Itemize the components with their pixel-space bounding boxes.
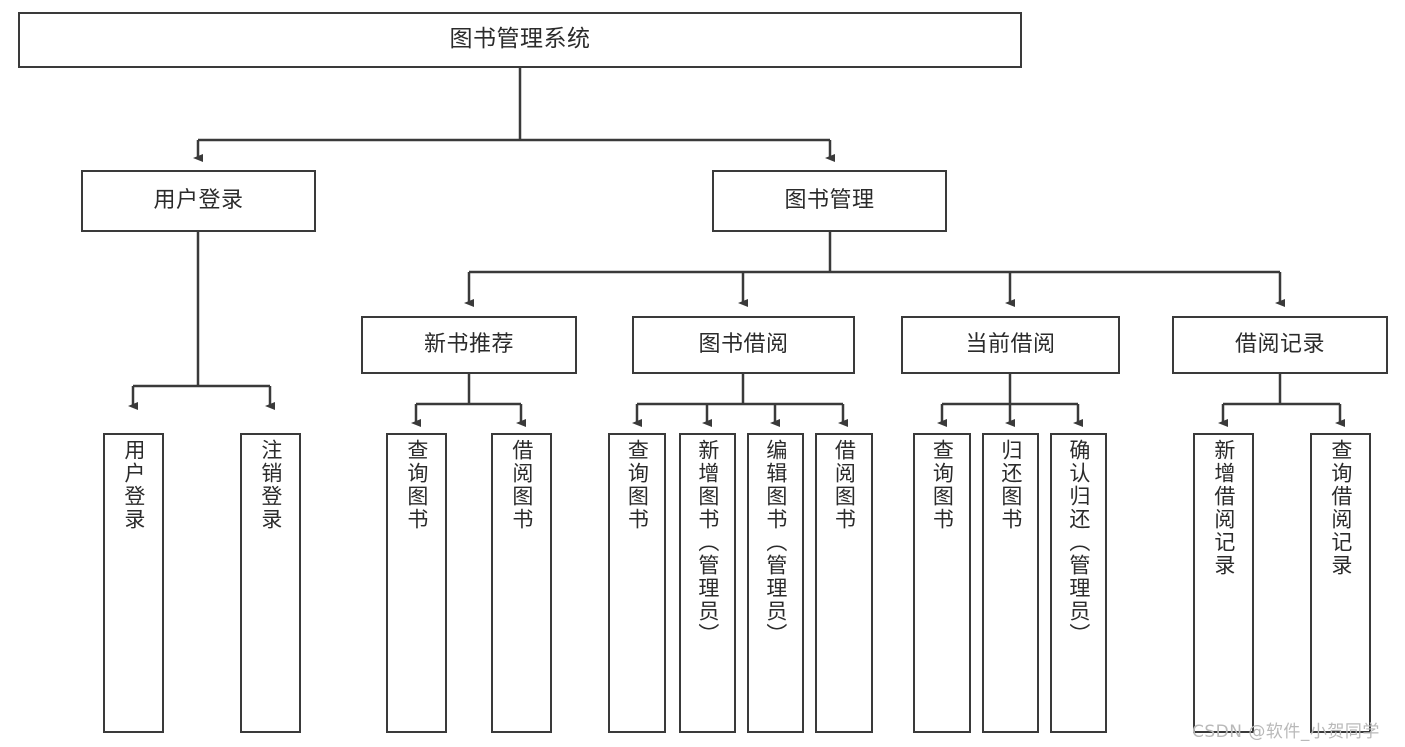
node-label: 借阅图书 <box>509 439 534 531</box>
leaf-add-book[interactable]: 新增图书（管理员） <box>679 433 736 733</box>
node-label: 新书推荐 <box>423 331 514 357</box>
node-label: 查询图书 <box>930 439 955 531</box>
node-label: 查询图书 <box>625 439 650 531</box>
node-label: 用户登录 <box>121 439 146 531</box>
node-label: 图书管理 <box>784 187 875 213</box>
leaf-query-book-2[interactable]: 查询图书 <box>608 433 666 733</box>
node-label: 归还图书 <box>998 439 1023 531</box>
node-root-system[interactable]: 图书管理系统 <box>18 12 1022 68</box>
node-book-borrow[interactable]: 图书借阅 <box>632 316 855 374</box>
leaf-query-book-3[interactable]: 查询图书 <box>913 433 971 733</box>
node-label: 借阅记录 <box>1234 331 1325 357</box>
node-label: 注销登录 <box>258 439 283 531</box>
node-new-book-rec[interactable]: 新书推荐 <box>361 316 577 374</box>
node-book-manage[interactable]: 图书管理 <box>712 170 947 232</box>
leaf-logout-login[interactable]: 注销登录 <box>240 433 301 733</box>
node-label: 编辑图书（管理员） <box>763 439 788 646</box>
node-label: 查询借阅记录 <box>1328 439 1353 577</box>
node-user-login[interactable]: 用户登录 <box>81 170 316 232</box>
node-borrow-record[interactable]: 借阅记录 <box>1172 316 1388 374</box>
node-label: 图书管理系统 <box>449 26 591 53</box>
leaf-add-record[interactable]: 新增借阅记录 <box>1193 433 1254 733</box>
node-label: 新增图书（管理员） <box>695 439 720 646</box>
csdn-watermark: CSDN @软件_小贺同学 <box>1192 722 1380 742</box>
node-label: 新增借阅记录 <box>1211 439 1236 577</box>
leaf-query-book-1[interactable]: 查询图书 <box>386 433 447 733</box>
node-label: 确认归还（管理员） <box>1066 439 1091 646</box>
leaf-borrow-book-1[interactable]: 借阅图书 <box>491 433 552 733</box>
node-label: 用户登录 <box>153 187 244 213</box>
node-label: 借阅图书 <box>832 439 857 531</box>
node-label: 当前借阅 <box>965 331 1056 357</box>
leaf-user-login[interactable]: 用户登录 <box>103 433 164 733</box>
leaf-edit-book[interactable]: 编辑图书（管理员） <box>747 433 804 733</box>
node-current-borrow[interactable]: 当前借阅 <box>901 316 1120 374</box>
leaf-borrow-book-2[interactable]: 借阅图书 <box>815 433 873 733</box>
node-label: 图书借阅 <box>698 331 789 357</box>
leaf-return-book[interactable]: 归还图书 <box>982 433 1039 733</box>
node-label: 查询图书 <box>404 439 429 531</box>
leaf-query-record[interactable]: 查询借阅记录 <box>1310 433 1371 733</box>
leaf-confirm-return[interactable]: 确认归还（管理员） <box>1050 433 1107 733</box>
